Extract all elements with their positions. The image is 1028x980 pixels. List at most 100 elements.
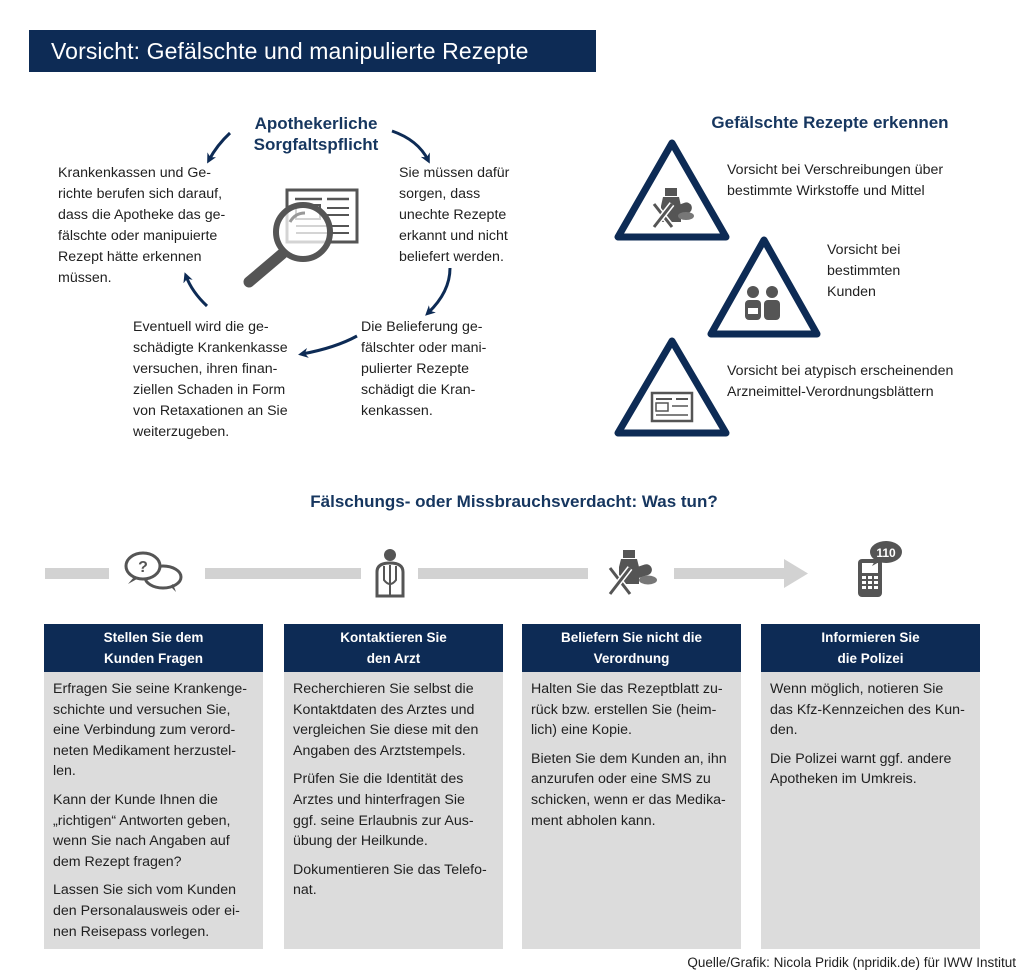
text-line: Arztes und hinterfragen Sie	[293, 791, 465, 808]
people-icon	[745, 286, 780, 320]
recognize-title: Gefälschte Rezepte erkennen	[711, 113, 949, 132]
card-paragraph: Erfragen Sie seine Krankenge- schichte u…	[53, 679, 254, 782]
text-line: Krankenkassen und Ge-	[58, 165, 212, 181]
magnifier-prescription-icon	[243, 188, 359, 288]
text-line: dem Rezept fragen?	[53, 853, 182, 870]
text-line: wenn Sie nach Angaben auf	[53, 833, 230, 850]
warning-text-forms: Vorsicht bei atypisch erscheinenden Arzn…	[727, 361, 953, 403]
text-line: rück bzw. erstellen Sie (heim-	[531, 701, 717, 718]
card-header-line: den Arzt	[366, 651, 421, 666]
text-line: schichte und versuchen Sie,	[53, 701, 231, 718]
text-line: anzurufen oder eine SMS zu	[531, 771, 711, 788]
text-line: „richtigen“ Antworten geben,	[53, 812, 231, 829]
text-line: das Kfz-Kennzeichen des Kun-	[770, 701, 965, 718]
text-line: lich) eine Kopie.	[531, 722, 632, 739]
text-line: Halten Sie das Rezeptblatt zu-	[531, 681, 723, 697]
warning-triangle-medicine	[614, 139, 730, 241]
text-line: beliefert werden.	[399, 249, 504, 265]
steps-timeline	[45, 559, 808, 588]
text-line: Kontaktdaten des Arztes und	[293, 701, 475, 718]
card-header-line: Stellen Sie dem	[103, 630, 204, 645]
step-card-header-doctor: Kontaktieren Sie den Arzt	[284, 624, 503, 672]
step-card-header-questions: Stellen Sie dem Kunden Fragen	[44, 624, 263, 672]
text-line: kenkassen.	[361, 403, 433, 419]
text-line: eine Verbindung zum verord-	[53, 722, 236, 739]
text-line: len.	[53, 763, 76, 780]
card-paragraph: Lassen Sie sich vom Kunden den Personala…	[53, 880, 254, 942]
card-paragraph: Prüfen Sie die Identität des Arztes und …	[293, 769, 494, 851]
warning-text-substances: Vorsicht bei Verschreibungen über bestim…	[727, 160, 943, 202]
text-line: vergleichen Sie diese mit den	[293, 722, 479, 739]
phone-badge: 110	[876, 546, 896, 560]
speech-bubbles-icon: ?	[124, 551, 183, 592]
card-paragraph: Halten Sie das Rezeptblatt zu- rück bzw.…	[531, 679, 732, 741]
source-credit: Quelle/Grafik: Nicola Pridik (npridik.de…	[687, 955, 1016, 970]
text-line: Vorsicht bei Verschreibungen über	[727, 162, 944, 178]
text-line: bestimmten	[827, 263, 901, 279]
text-line: unechte Rezepte	[399, 207, 507, 223]
card-paragraph: Kann der Kunde Ihnen die „richtigen“ Ant…	[53, 790, 254, 872]
card-header-line: Informieren Sie	[821, 630, 920, 645]
step-card-header-no-dispense: Beliefern Sie nicht die Verordnung	[522, 624, 741, 672]
card-paragraph: Dokumentieren Sie das Telefo- nat.	[293, 860, 494, 901]
page-title: Vorsicht: Gefälschte und manipulierte Re…	[29, 30, 596, 72]
card-header-line: Beliefern Sie nicht die	[560, 630, 703, 645]
text-line: Die Polizei warnt ggf. andere	[770, 750, 952, 767]
text-line: schädigte Krankenkasse	[133, 340, 288, 356]
text-line: Vorsicht bei	[827, 242, 901, 258]
text-line: von Retaxationen an Sie	[133, 403, 288, 419]
arrow-left-up	[183, 272, 209, 308]
text-line: Kann der Kunde Ihnen die	[53, 791, 218, 808]
text-line: versuchen, ihren finan-	[133, 361, 278, 377]
step-card-header-police: Informieren Sie die Polizei	[761, 624, 980, 672]
phone-110-icon: 110	[858, 541, 902, 597]
cycle-text-bottom-right: Die Belieferung ge- fälschter oder mani-…	[361, 317, 486, 422]
text-line: ment abholen kann.	[531, 812, 656, 829]
cycle-title-line: Sorgfaltspflicht	[253, 135, 379, 154]
text-line: Lassen Sie sich vom Kunden	[53, 882, 236, 899]
text-line: Bieten Sie dem Kunden an, ihn	[531, 750, 727, 767]
arrow-top-left	[207, 131, 232, 164]
warning-triangle-people	[707, 236, 821, 338]
text-line: Vorsicht bei atypisch erscheinenden	[727, 363, 954, 379]
text-line: sorgen, dass	[399, 186, 481, 202]
arrow-right-down	[425, 267, 452, 316]
text-line: ggf. seine Erlaubnis zur Aus-	[293, 812, 474, 829]
text-line: Arzneimittel-Verordnungsblättern	[727, 384, 934, 400]
text-line: erkannt und nicht	[399, 228, 508, 244]
text-line: dass die Apotheke das ge-	[58, 207, 226, 223]
text-line: Wenn möglich, notieren Sie	[770, 681, 944, 697]
step-card-body-police: Wenn möglich, notieren Sie das Kfz-Kennz…	[761, 672, 980, 949]
steps-title: Fälschungs- oder Missbrauchsverdacht: Wa…	[310, 492, 718, 511]
text-line: müssen.	[58, 270, 112, 286]
card-header-line: Verordnung	[593, 651, 670, 666]
cycle-title: Apothekerliche Sorgfaltspflicht	[232, 113, 400, 155]
warning-text-customers: Vorsicht bei bestimmten Kunden	[827, 240, 900, 303]
text-line: Recherchieren Sie selbst die	[293, 681, 474, 697]
cycle-text-left: Krankenkassen und Ge- richte berufen sic…	[58, 163, 225, 289]
text-line: nen Reisepass vorlegen.	[53, 923, 210, 940]
card-header-line: Kontaktieren Sie	[340, 630, 447, 645]
text-line: richte berufen sich darauf,	[58, 186, 223, 202]
text-line: fälschter oder mani-	[361, 340, 487, 356]
text-line: weiterzugeben.	[133, 424, 230, 440]
text-line: Sie müssen dafür	[399, 165, 510, 181]
doctor-icon	[375, 549, 405, 598]
arrow-bottom-left	[298, 334, 358, 358]
text-line: Rezept hätte erkennen	[58, 249, 202, 265]
text-line: neten Medikament herzustel-	[53, 742, 236, 759]
text-line: Eventuell wird die ge-	[133, 319, 269, 335]
arrow-top-right	[391, 129, 430, 164]
text-line: pulierter Rezepte	[361, 361, 470, 377]
card-paragraph: Recherchieren Sie selbst die Kontaktdate…	[293, 679, 494, 761]
text-line: ziellen Schaden in Form	[133, 382, 286, 398]
cycle-title-line: Apothekerliche	[254, 114, 378, 133]
text-line: den Personalausweis oder ei-	[53, 902, 240, 919]
text-line: Apotheken im Umkreis.	[770, 771, 917, 788]
card-paragraph: Bieten Sie dem Kunden an, ihn anzurufen …	[531, 749, 732, 831]
text-line: Erfragen Sie seine Krankenge-	[53, 681, 248, 697]
text-line: Dokumentieren Sie das Telefo-	[293, 861, 487, 878]
card-paragraph: Wenn möglich, notieren Sie das Kfz-Kennz…	[770, 679, 971, 741]
cycle-arrows	[183, 129, 452, 358]
